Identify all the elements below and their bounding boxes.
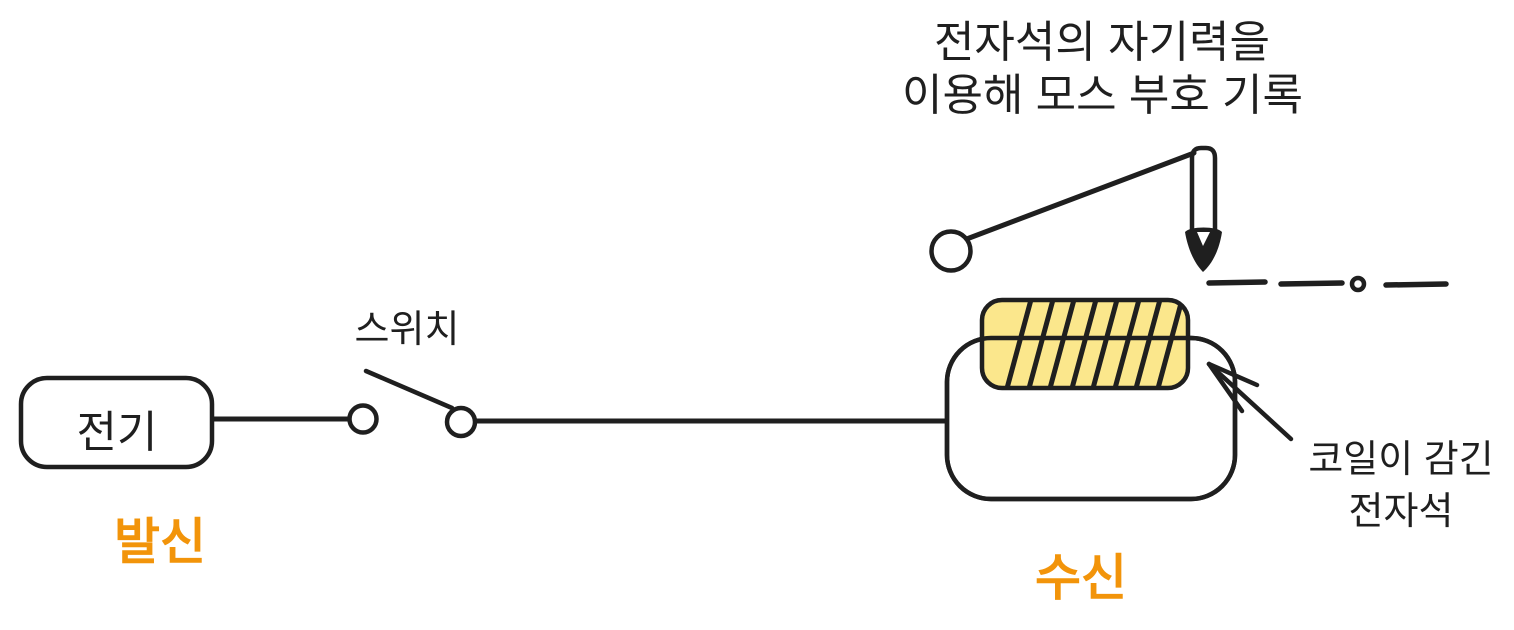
lever-arm [961, 150, 1197, 243]
arrowhead-barb [1206, 361, 1245, 414]
morse-recording-note: 전자석의 자기력을 이용해 모스 부호 기록 [902, 16, 1303, 122]
battery-box [18, 375, 215, 470]
pen-nib [1185, 227, 1222, 272]
coil-windings [1003, 302, 1186, 386]
coil-label-line-2: 전자석 [1348, 491, 1454, 533]
arrowhead-barb [1206, 361, 1260, 388]
morse-dash [1206, 279, 1268, 286]
coil-annotation-arrow [1206, 361, 1294, 442]
receiver-body-outline [944, 335, 1238, 502]
note-line-2: 이용해 모스 부호 기록 [902, 71, 1303, 120]
note-line-1: 전자석의 자기력을 [933, 18, 1271, 67]
circuit-wires [209, 416, 951, 424]
morse-dash [1278, 280, 1345, 287]
coil-label-line-1: 코일이 감긴 [1308, 439, 1494, 481]
coil-annotation-label: 코일이 감긴 전자석 [1300, 434, 1502, 538]
switch-contact-left [347, 403, 379, 435]
switch-contact-right [444, 405, 478, 439]
electromagnet-coil [944, 297, 1238, 502]
switch [347, 368, 478, 439]
lever-weight [929, 229, 973, 273]
battery-label: 전기 [76, 408, 158, 457]
switch-lever-arm [363, 368, 455, 411]
recording-lever [929, 145, 1222, 273]
sender-label: 발신 [114, 514, 206, 570]
arrow-shaft [1206, 361, 1294, 442]
pen-barrel [1189, 145, 1218, 245]
receiver-label: 수신 [1035, 550, 1127, 606]
morse-code-marks [1206, 275, 1449, 293]
pen-nib-notch [1197, 232, 1210, 246]
switch-label: 스위치 [354, 309, 460, 351]
morse-dot [1349, 275, 1367, 293]
morse-dash [1383, 281, 1449, 288]
